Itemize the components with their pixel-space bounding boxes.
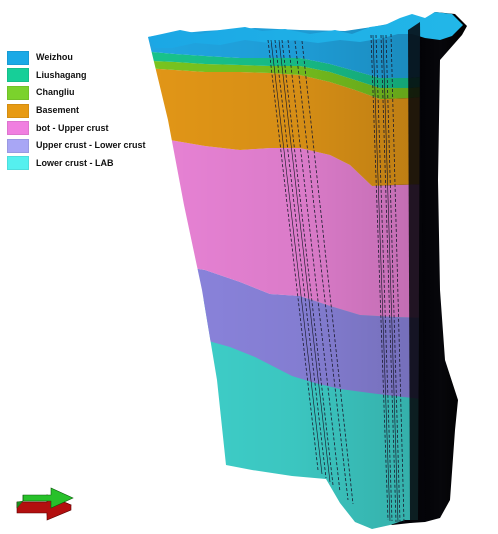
legend-swatch-changliu <box>7 85 29 100</box>
legend-label: bot - Upper crust <box>36 122 109 133</box>
well-trajectories <box>267 33 405 523</box>
legend-swatch-lab <box>7 156 29 171</box>
layer-legend: Weizhou Liushagang Changliu Basement bot… <box>7 49 170 172</box>
model-top-surface <box>148 12 463 48</box>
legend-swatch-liushagang <box>7 68 29 83</box>
legend-swatch-upper-crust <box>7 121 29 136</box>
legend-swatch-lower-crust <box>7 138 29 153</box>
legend-label: Liushagang <box>36 69 87 80</box>
legend-item-upper-crust: bot - Upper crust <box>7 119 170 137</box>
legend-item-basement: Basement <box>7 102 170 120</box>
orientation-arrow-icon[interactable] <box>13 482 75 522</box>
legend-label: Upper crust - Lower crust <box>36 140 146 151</box>
legend-item-liushagang: Liushagang <box>7 67 170 85</box>
legend-item-weizhou: Weizhou <box>7 49 170 67</box>
legend-label: Weizhou <box>36 52 73 63</box>
well-trajectories-solid <box>270 34 399 523</box>
legend-label: Changliu <box>36 87 75 98</box>
legend-swatch-weizhou <box>7 50 29 65</box>
legend-label: Lower crust - LAB <box>36 157 114 168</box>
legend-swatch-basement <box>7 103 29 118</box>
legend-item-lab: Lower crust - LAB <box>7 155 170 173</box>
legend-item-lower-crust: Upper crust - Lower crust <box>7 137 170 155</box>
legend-label: Basement <box>36 105 80 116</box>
model-right-edge <box>408 22 425 523</box>
legend-item-changliu: Changliu <box>7 84 170 102</box>
